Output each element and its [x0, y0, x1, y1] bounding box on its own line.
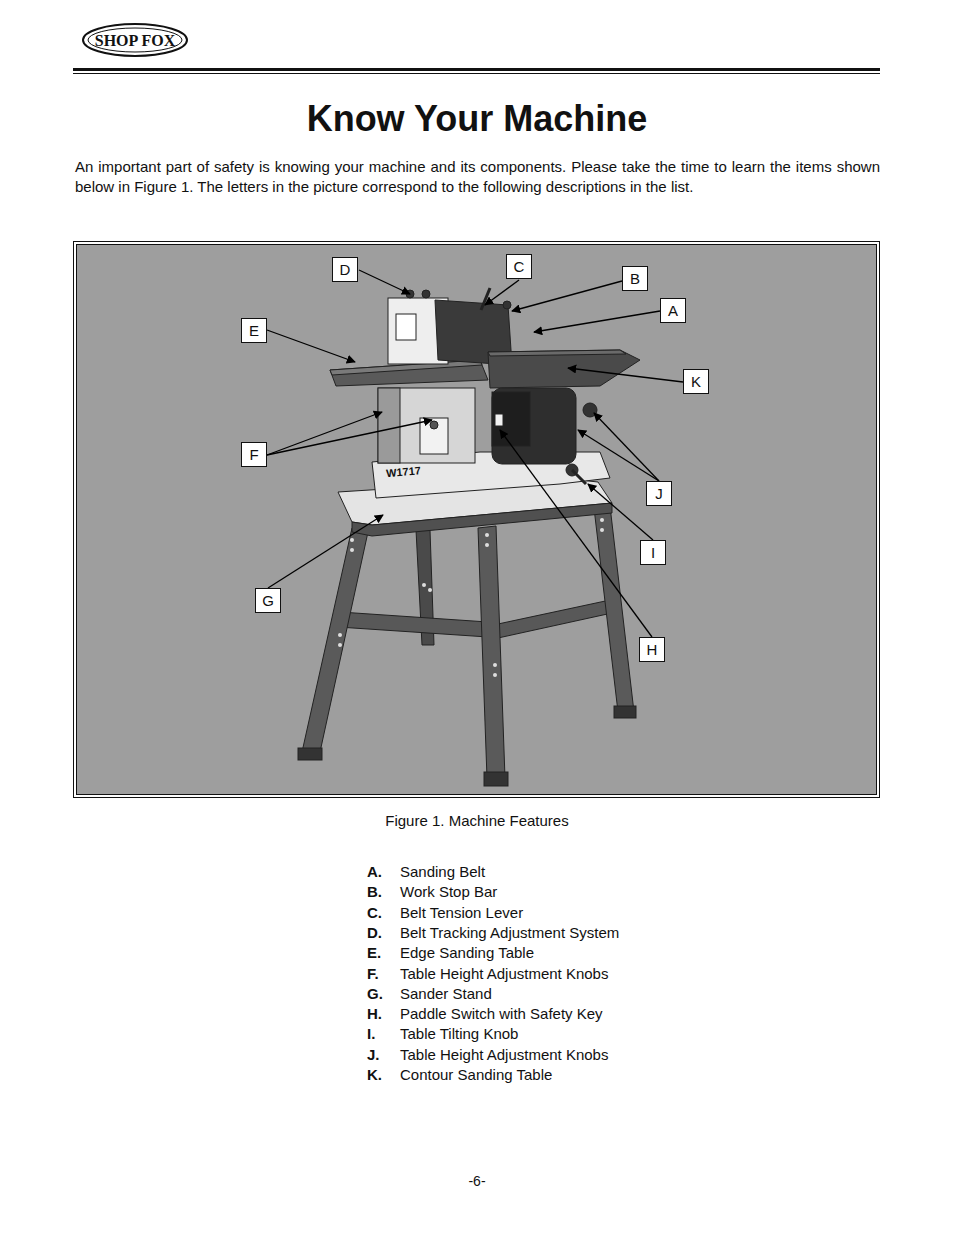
title-wrap: Know Your Machine — [0, 98, 954, 140]
list-letter: D. — [367, 923, 397, 943]
brand-logo-text: SHOP FOX — [83, 30, 187, 51]
part-name: Belt Tracking Adjustment System — [400, 923, 820, 943]
list-letter-wrap: I. — [367, 1024, 397, 1044]
part-name: Belt Tension Lever — [400, 903, 820, 923]
callout-letter: I — [651, 544, 655, 562]
part-name-wrap: Paddle Switch with Safety Key — [400, 1004, 820, 1024]
part-name: Contour Sanding Table — [400, 1065, 820, 1085]
part-name: Sander Stand — [400, 984, 820, 1004]
part-name-wrap: Table Tilting Knob — [400, 1024, 820, 1044]
brand-logo-text-wrap: SHOP FOX — [83, 30, 187, 51]
list-letter: K. — [367, 1065, 397, 1085]
list-letter: H. — [367, 1004, 397, 1024]
callout-letter: C — [514, 258, 525, 276]
list-letter-wrap: F. — [367, 964, 397, 984]
part-name-wrap: Contour Sanding Table — [400, 1065, 820, 1085]
part-name: Work Stop Bar — [400, 882, 820, 902]
callout-letter: G — [262, 592, 274, 610]
callout-letter: H — [647, 641, 658, 659]
part-name-wrap: Sander Stand — [400, 984, 820, 1004]
page-number-wrap: -6- — [0, 1172, 954, 1191]
list-letter: J. — [367, 1045, 397, 1065]
part-name: Table Height Adjustment Knobs — [400, 964, 820, 984]
part-name-wrap: Edge Sanding Table — [400, 943, 820, 963]
list-letter-wrap: A. — [367, 862, 397, 882]
part-name-wrap: Table Height Adjustment Knobs — [400, 964, 820, 984]
list-letter: F. — [367, 964, 397, 984]
callout-box: B — [622, 266, 648, 291]
figure-caption: Figure 1. Machine Features — [0, 811, 954, 831]
sander-stand-art — [298, 478, 636, 786]
part-name-wrap: Sanding Belt — [400, 862, 820, 882]
callout-letter: A — [668, 302, 678, 320]
page-title: Know Your Machine — [0, 98, 954, 140]
part-name: Table Tilting Knob — [400, 1024, 820, 1044]
list-letter-wrap: C. — [367, 903, 397, 923]
callout-box: G — [255, 588, 281, 613]
intro-paragraph: An important part of safety is knowing y… — [75, 157, 880, 197]
callout-box: A — [660, 298, 686, 323]
callout-letter: D — [340, 261, 351, 279]
callout-box: E — [241, 318, 267, 343]
list-letter: I. — [367, 1024, 397, 1044]
figure-frame — [74, 242, 880, 798]
callout-letter: K — [691, 373, 701, 391]
callout-letter: E — [249, 322, 259, 340]
callout-letter: B — [630, 270, 640, 288]
list-letter-wrap: B. — [367, 882, 397, 902]
callout-box: D — [332, 257, 358, 282]
part-name: Edge Sanding Table — [400, 943, 820, 963]
list-letter: C. — [367, 903, 397, 923]
part-name: Sanding Belt — [400, 862, 820, 882]
callout-letter: J — [655, 485, 663, 503]
figure-panel — [77, 245, 877, 795]
callout-box: K — [683, 369, 709, 394]
list-letter-wrap: J. — [367, 1045, 397, 1065]
callout-box: I — [640, 540, 666, 565]
sander-machine-art — [330, 288, 640, 498]
intro-paragraph-wrap: An important part of safety is knowing y… — [75, 157, 880, 197]
callout-letter: F — [249, 446, 258, 464]
callout-box: C — [506, 254, 532, 279]
part-name: Table Height Adjustment Knobs — [400, 1045, 820, 1065]
leader-lines — [267, 270, 683, 637]
list-letter: G. — [367, 984, 397, 1004]
part-name: Paddle Switch with Safety Key — [400, 1004, 820, 1024]
logo-oval — [83, 24, 187, 56]
callout-box: J — [646, 481, 672, 506]
callout-box: H — [639, 637, 665, 662]
part-name-wrap: Belt Tension Lever — [400, 903, 820, 923]
list-letter-wrap: G. — [367, 984, 397, 1004]
page-number: -6- — [0, 1172, 954, 1191]
header-rule — [73, 68, 880, 71]
part-name-wrap: Belt Tracking Adjustment System — [400, 923, 820, 943]
callout-box: F — [241, 442, 267, 467]
stand-bolts — [338, 518, 604, 677]
list-letter: E. — [367, 943, 397, 963]
list-letter-wrap: E. — [367, 943, 397, 963]
header-rule — [73, 73, 880, 74]
list-letter: A. — [367, 862, 397, 882]
list-letter-wrap: D. — [367, 923, 397, 943]
list-letter-wrap: K. — [367, 1065, 397, 1085]
part-name-wrap: Table Height Adjustment Knobs — [400, 1045, 820, 1065]
list-letter: B. — [367, 882, 397, 902]
list-letter-wrap: H. — [367, 1004, 397, 1024]
part-name-wrap: Work Stop Bar — [400, 882, 820, 902]
caption-wrap: Figure 1. Machine Features — [0, 811, 954, 831]
